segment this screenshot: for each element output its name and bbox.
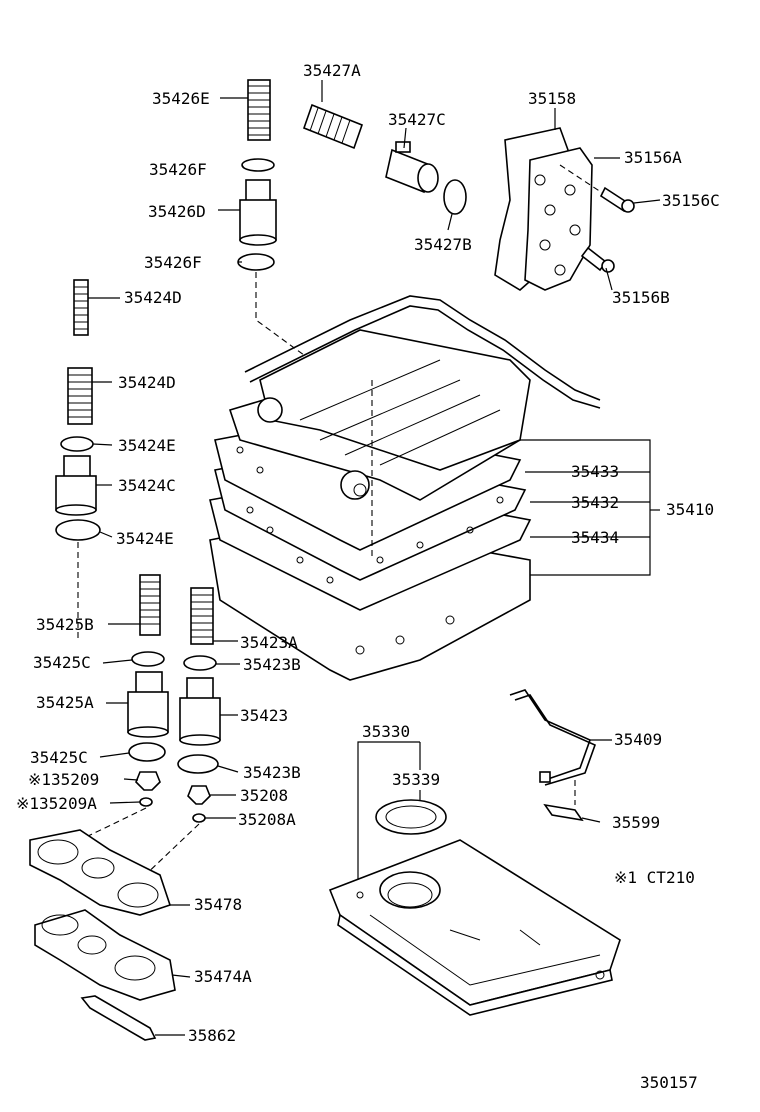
ring-35425C-bottom xyxy=(128,742,166,762)
spring-35423A xyxy=(190,587,214,645)
label-35424E-b[interactable]: 35424E xyxy=(116,529,174,548)
spring-35427A xyxy=(302,103,364,150)
spring-35425B xyxy=(139,574,161,636)
ring-35426F-top xyxy=(241,158,275,172)
ring-135209A xyxy=(139,797,153,807)
label-35474A[interactable]: 35474A xyxy=(194,967,252,986)
label-35409[interactable]: 35409 xyxy=(614,730,662,749)
label-35156A[interactable]: 35156A xyxy=(624,148,682,167)
label-35424E-a[interactable]: 35424E xyxy=(118,436,176,455)
label-35427C[interactable]: 35427C xyxy=(388,110,446,129)
label-35208A[interactable]: 35208A xyxy=(238,810,296,829)
part-labels: 35427A 35426E 35427C 35158 35426F 35156A… xyxy=(16,61,720,1092)
label-35339[interactable]: 35339 xyxy=(392,770,440,789)
label-35423A[interactable]: 35423A xyxy=(240,633,298,652)
label-35425C-a[interactable]: 35425C xyxy=(33,653,91,672)
label-35426F-bottom[interactable]: 35426F xyxy=(144,253,202,272)
note-ct210: ※1 CT210 xyxy=(614,868,695,887)
label-35425A[interactable]: 35425A xyxy=(36,693,94,712)
label-35424D-a[interactable]: 35424D xyxy=(124,288,182,307)
plunger-35425A xyxy=(127,671,169,738)
label-35423[interactable]: 35423 xyxy=(240,706,288,725)
cover-35158 xyxy=(494,127,593,291)
label-35423B-b[interactable]: 35423B xyxy=(243,763,301,782)
clip-35599 xyxy=(543,803,584,822)
ring-35339 xyxy=(375,799,447,835)
label-35427B[interactable]: 35427B xyxy=(414,235,472,254)
ring-35424E-top xyxy=(60,436,94,452)
valve-body-35410 xyxy=(209,295,601,681)
label-35432[interactable]: 35432 xyxy=(571,493,619,512)
wire-35409 xyxy=(509,689,597,786)
label-35425C-b[interactable]: 35425C xyxy=(30,748,88,767)
label-35423B-a[interactable]: 35423B xyxy=(243,655,301,674)
ring-35426F-bottom xyxy=(237,253,275,271)
label-35426D[interactable]: 35426D xyxy=(148,202,206,221)
label-35478[interactable]: 35478 xyxy=(194,895,242,914)
leader-lines xyxy=(88,80,661,1036)
plunger-35426D xyxy=(239,179,277,246)
plunger-35424C xyxy=(55,455,97,516)
spring-35424D xyxy=(67,367,93,425)
ring-35424E-bottom xyxy=(55,519,101,541)
label-35599[interactable]: 35599 xyxy=(612,813,660,832)
label-135209[interactable]: ※135209 xyxy=(28,770,99,789)
spring-35424D-small xyxy=(73,279,89,336)
label-35156C[interactable]: 35156C xyxy=(662,191,720,210)
ring-35423B-top xyxy=(183,655,217,671)
gasket-35478 xyxy=(29,829,172,916)
bracket-35862 xyxy=(80,995,157,1041)
label-35427A[interactable]: 35427A xyxy=(303,61,361,80)
plate-35474A xyxy=(34,909,176,1001)
label-35424D-b[interactable]: 35424D xyxy=(118,373,176,392)
label-35434[interactable]: 35434 xyxy=(571,528,619,547)
label-35425B[interactable]: 35425B xyxy=(36,615,94,634)
label-35862[interactable]: 35862 xyxy=(188,1026,236,1045)
bolt-35156C xyxy=(599,186,635,213)
valve-35427C xyxy=(385,141,439,194)
spring-35426E xyxy=(247,79,271,141)
ring-35208A xyxy=(192,813,206,823)
label-35156B[interactable]: 35156B xyxy=(612,288,670,307)
label-35330[interactable]: 35330 xyxy=(362,722,410,741)
label-35410[interactable]: 35410 xyxy=(666,500,714,519)
label-35424C[interactable]: 35424C xyxy=(118,476,176,495)
label-35433[interactable]: 35433 xyxy=(571,462,619,481)
pan-35330 xyxy=(328,839,621,1016)
label-35158[interactable]: 35158 xyxy=(528,89,576,108)
plug-135209 xyxy=(135,771,161,791)
label-135209A[interactable]: ※135209A xyxy=(16,794,97,813)
label-35208[interactable]: 35208 xyxy=(240,786,288,805)
ring-35425C-top xyxy=(131,651,165,667)
label-35426E[interactable]: 35426E xyxy=(152,89,210,108)
bolt-35156B xyxy=(580,246,615,273)
diagram-id: 350157 xyxy=(640,1073,698,1092)
plunger-35423 xyxy=(179,677,221,746)
ring-35427B xyxy=(443,179,467,215)
label-35426F-top[interactable]: 35426F xyxy=(149,160,207,179)
ring-35423B-bottom xyxy=(177,754,219,774)
plug-35208 xyxy=(187,785,211,805)
